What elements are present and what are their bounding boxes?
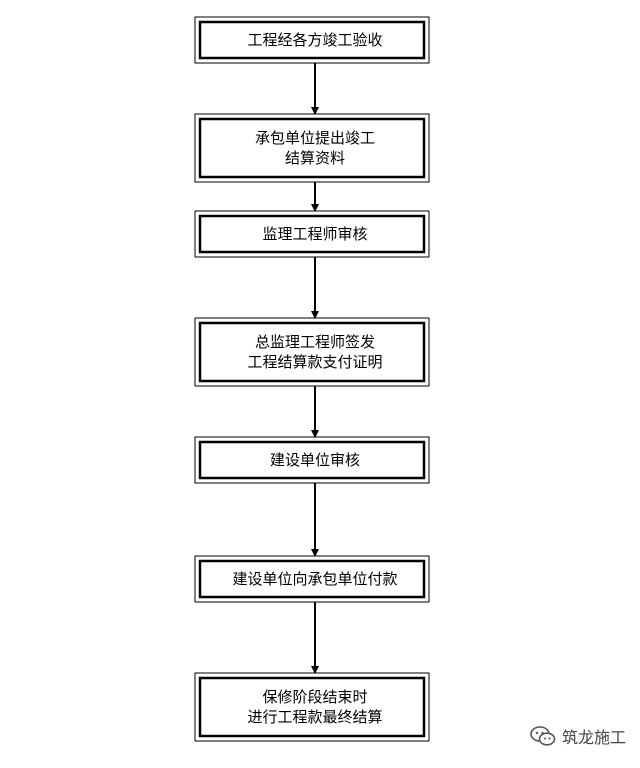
flow-step-box-outer [194, 436, 430, 484]
watermark: 筑龙施工 [530, 724, 626, 748]
flow-step-box-outer [194, 317, 430, 387]
flow-step-label: 结算资料 [285, 149, 345, 167]
flow-step: 工程经各方竣工验收 [194, 16, 430, 64]
flow-step-box-inner [198, 676, 426, 738]
flow-step-label: 监理工程师审核 [262, 225, 367, 243]
flow-step: 建设单位向承包单位付款 [194, 555, 430, 603]
flow-step-label: 承包单位提出竣工 [255, 129, 375, 147]
flow-step-box-outer [194, 555, 430, 603]
flow-step: 建设单位审核 [194, 436, 430, 484]
wechat-icon [530, 725, 556, 747]
flow-step: 监理工程师审核 [194, 210, 430, 258]
flow-step-box-inner [198, 440, 426, 480]
watermark-text: 筑龙施工 [561, 728, 626, 747]
flow-step-label: 工程经各方竣工验收 [247, 31, 382, 49]
flow-step-label: 工程结算款支付证明 [247, 353, 382, 371]
flow-step-label: 总监理工程师签发 [255, 333, 375, 351]
flow-step-label: 进行工程款最终结算 [247, 708, 382, 726]
flow-step-box-outer [194, 210, 430, 258]
flow-step-box-inner [198, 559, 426, 599]
flow-step-label: 建设单位审核 [270, 451, 360, 469]
flow-step-box-inner [198, 321, 426, 383]
flow-step-label: 保修阶段结束时 [262, 688, 367, 706]
flow-step-box-outer [194, 16, 430, 64]
flow-step-box-inner [198, 117, 426, 179]
flow-step-box-inner [198, 214, 426, 254]
flow-step-box-inner [198, 20, 426, 60]
flow-step-box-outer [194, 672, 430, 742]
flow-step-label: 建设单位向承包单位付款 [232, 570, 397, 588]
flow-step-box-outer [194, 113, 430, 183]
